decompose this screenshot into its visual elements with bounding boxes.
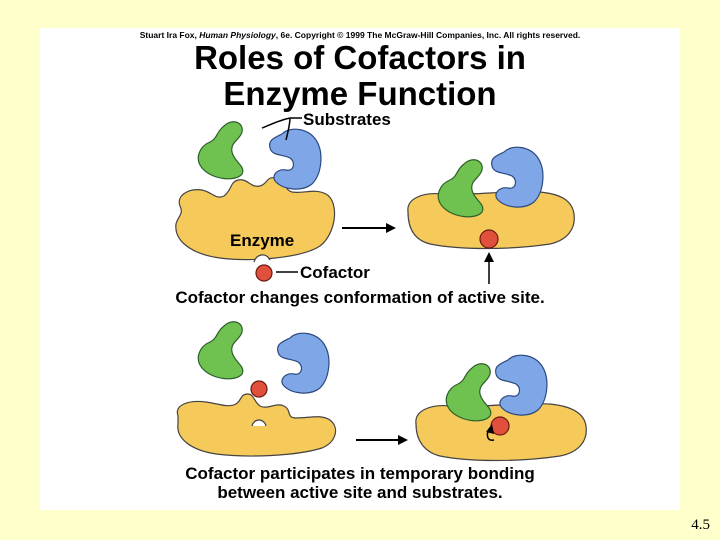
caption-bonding-line-1: Cofactor participates in temporary bondi… xyxy=(185,464,535,483)
reaction-arrow-top xyxy=(342,223,396,233)
caption-conformation: Cofactor changes conformation of active … xyxy=(175,288,545,307)
slide-panel: Stuart Ira Fox, Human Physiology, 6e. Co… xyxy=(40,28,680,510)
cofactor-diagram: Substrates Enzyme Cofactor xyxy=(175,110,587,462)
cofactor-ball xyxy=(255,264,273,282)
substrate-green-shape xyxy=(197,321,244,380)
substrates-label: Substrates xyxy=(303,110,391,129)
slide-title-line-1: Roles of Cofactors in xyxy=(194,39,526,76)
substrate-blue-shape xyxy=(269,128,322,190)
substrates-pointer-line xyxy=(261,117,291,129)
reaction-arrow-bottom xyxy=(356,435,408,445)
cofactor-ball xyxy=(250,380,268,398)
substrate-blue-shape xyxy=(491,146,544,208)
bonding-arrow-head xyxy=(486,424,494,434)
substrate-green-shape xyxy=(197,121,244,180)
cofactor-ball xyxy=(479,229,499,249)
cofactor-ball xyxy=(490,416,510,436)
copyright-notice: Stuart Ira Fox, Human Physiology, 6e. Co… xyxy=(139,30,581,40)
cofactor-arrow-head xyxy=(484,252,494,262)
bottom-right-complex-group xyxy=(415,354,587,462)
bottom-left-reaction-group xyxy=(176,321,337,457)
substrates-pointer-line-2 xyxy=(285,117,291,141)
substrate-green-shape xyxy=(437,159,484,218)
enzyme-label: Enzyme xyxy=(230,231,294,250)
slide-title-line-2: Enzyme Function xyxy=(223,75,497,112)
substrate-green-shape xyxy=(445,363,492,422)
top-left-reaction-group: Substrates Enzyme Cofactor xyxy=(175,110,391,282)
cofactor-binding-notch xyxy=(253,254,271,263)
enzyme-shape xyxy=(175,177,336,261)
substrate-blue-shape xyxy=(495,354,548,416)
substrate-blue-shape xyxy=(277,332,330,394)
caption-bonding-line-2: between active site and substrates. xyxy=(217,483,503,502)
cofactor-label: Cofactor xyxy=(300,263,370,282)
top-right-complex-group xyxy=(407,146,575,284)
cofactor-binding-notch xyxy=(251,419,267,427)
slide-number: 4.5 xyxy=(691,517,710,533)
